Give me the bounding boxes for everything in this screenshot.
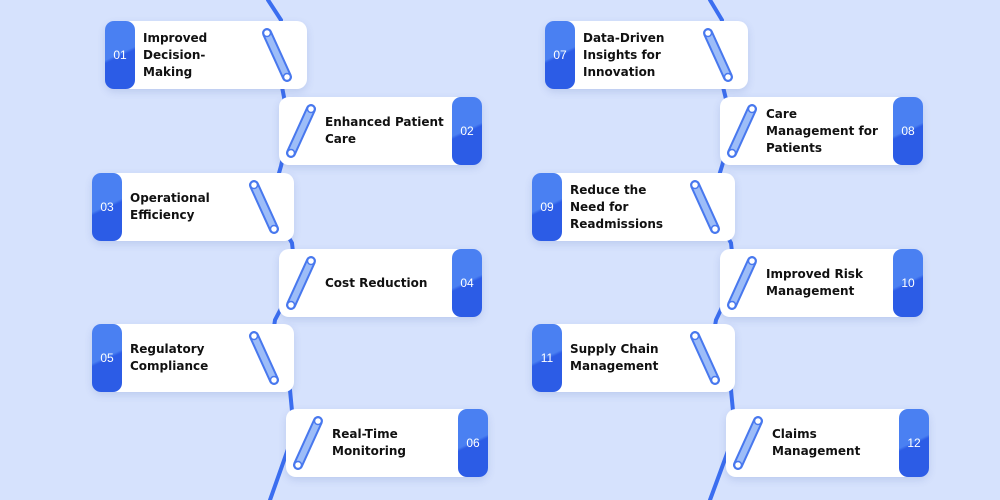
step-number: 08 bbox=[901, 124, 915, 138]
step-card: 08 Care Management for Patients bbox=[720, 97, 923, 165]
step-number-tab: 03 bbox=[92, 173, 122, 241]
step-label: Enhanced Patient Care bbox=[325, 115, 444, 146]
step-number: 07 bbox=[553, 48, 567, 62]
step-number: 03 bbox=[100, 200, 114, 214]
step-number-tab: 04 bbox=[452, 249, 482, 317]
step-number-tab: 05 bbox=[92, 324, 122, 392]
step-number-tab: 07 bbox=[545, 21, 575, 89]
chain-link-icon bbox=[288, 413, 328, 473]
chain-link-icon bbox=[685, 328, 725, 388]
step-number-tab: 06 bbox=[458, 409, 488, 477]
step-number-tab: 01 bbox=[105, 21, 135, 89]
step-label: Claims Management bbox=[772, 427, 861, 458]
step-label: Regulatory Compliance bbox=[130, 342, 209, 373]
step-number-tab: 12 bbox=[899, 409, 929, 477]
step-label: Reduce the Need for Readmissions bbox=[570, 182, 664, 231]
step-card: 03 Operational Efficiency bbox=[92, 173, 294, 241]
step-number-tab: 11 bbox=[532, 324, 562, 392]
step-card: 02 Enhanced Patient Care bbox=[279, 97, 482, 165]
step-card: 12 Claims Management bbox=[726, 409, 929, 477]
chain-link-icon bbox=[257, 25, 297, 85]
step-number: 02 bbox=[460, 124, 474, 138]
chain-link-icon bbox=[722, 253, 762, 313]
step-card: 04 Cost Reduction bbox=[279, 249, 482, 317]
step-number: 06 bbox=[466, 436, 480, 450]
step-card: 05 Regulatory Compliance bbox=[92, 324, 294, 392]
step-card: 01 Improved Decision-Making bbox=[105, 21, 307, 89]
step-number: 12 bbox=[907, 436, 921, 450]
step-card: 10 Improved Risk Management bbox=[720, 249, 923, 317]
chain-link-icon bbox=[685, 177, 725, 237]
chain-link-icon bbox=[281, 253, 321, 313]
step-label: Cost Reduction bbox=[325, 275, 428, 290]
step-label: Improved Decision-Making bbox=[143, 30, 208, 79]
step-card: 07 Data-Driven Insights for Innovation bbox=[545, 21, 748, 89]
step-number: 04 bbox=[460, 276, 474, 290]
step-label: Improved Risk Management bbox=[766, 267, 863, 298]
step-number-tab: 02 bbox=[452, 97, 482, 165]
step-number: 11 bbox=[540, 351, 554, 365]
chain-link-icon bbox=[244, 177, 284, 237]
step-label: Care Management for Patients bbox=[766, 106, 878, 155]
step-number-tab: 08 bbox=[893, 97, 923, 165]
chain-link-icon bbox=[728, 413, 768, 473]
step-number: 05 bbox=[100, 351, 114, 365]
step-label: Data-Driven Insights for Innovation bbox=[583, 30, 665, 79]
chain-link-icon bbox=[722, 101, 762, 161]
step-number: 01 bbox=[113, 48, 127, 62]
chain-link-icon bbox=[281, 101, 321, 161]
step-number: 09 bbox=[540, 200, 554, 214]
step-number: 10 bbox=[901, 276, 915, 290]
chain-link-icon bbox=[244, 328, 284, 388]
step-card: 06 Real-Time Monitoring bbox=[286, 409, 488, 477]
step-card: 11 Supply Chain Management bbox=[532, 324, 735, 392]
step-label: Operational Efficiency bbox=[130, 191, 210, 222]
step-number-tab: 10 bbox=[893, 249, 923, 317]
step-label: Supply Chain Management bbox=[570, 342, 659, 373]
step-card: 09 Reduce the Need for Readmissions bbox=[532, 173, 735, 241]
chain-link-icon bbox=[698, 25, 738, 85]
step-label: Real-Time Monitoring bbox=[332, 427, 406, 458]
step-number-tab: 09 bbox=[532, 173, 562, 241]
